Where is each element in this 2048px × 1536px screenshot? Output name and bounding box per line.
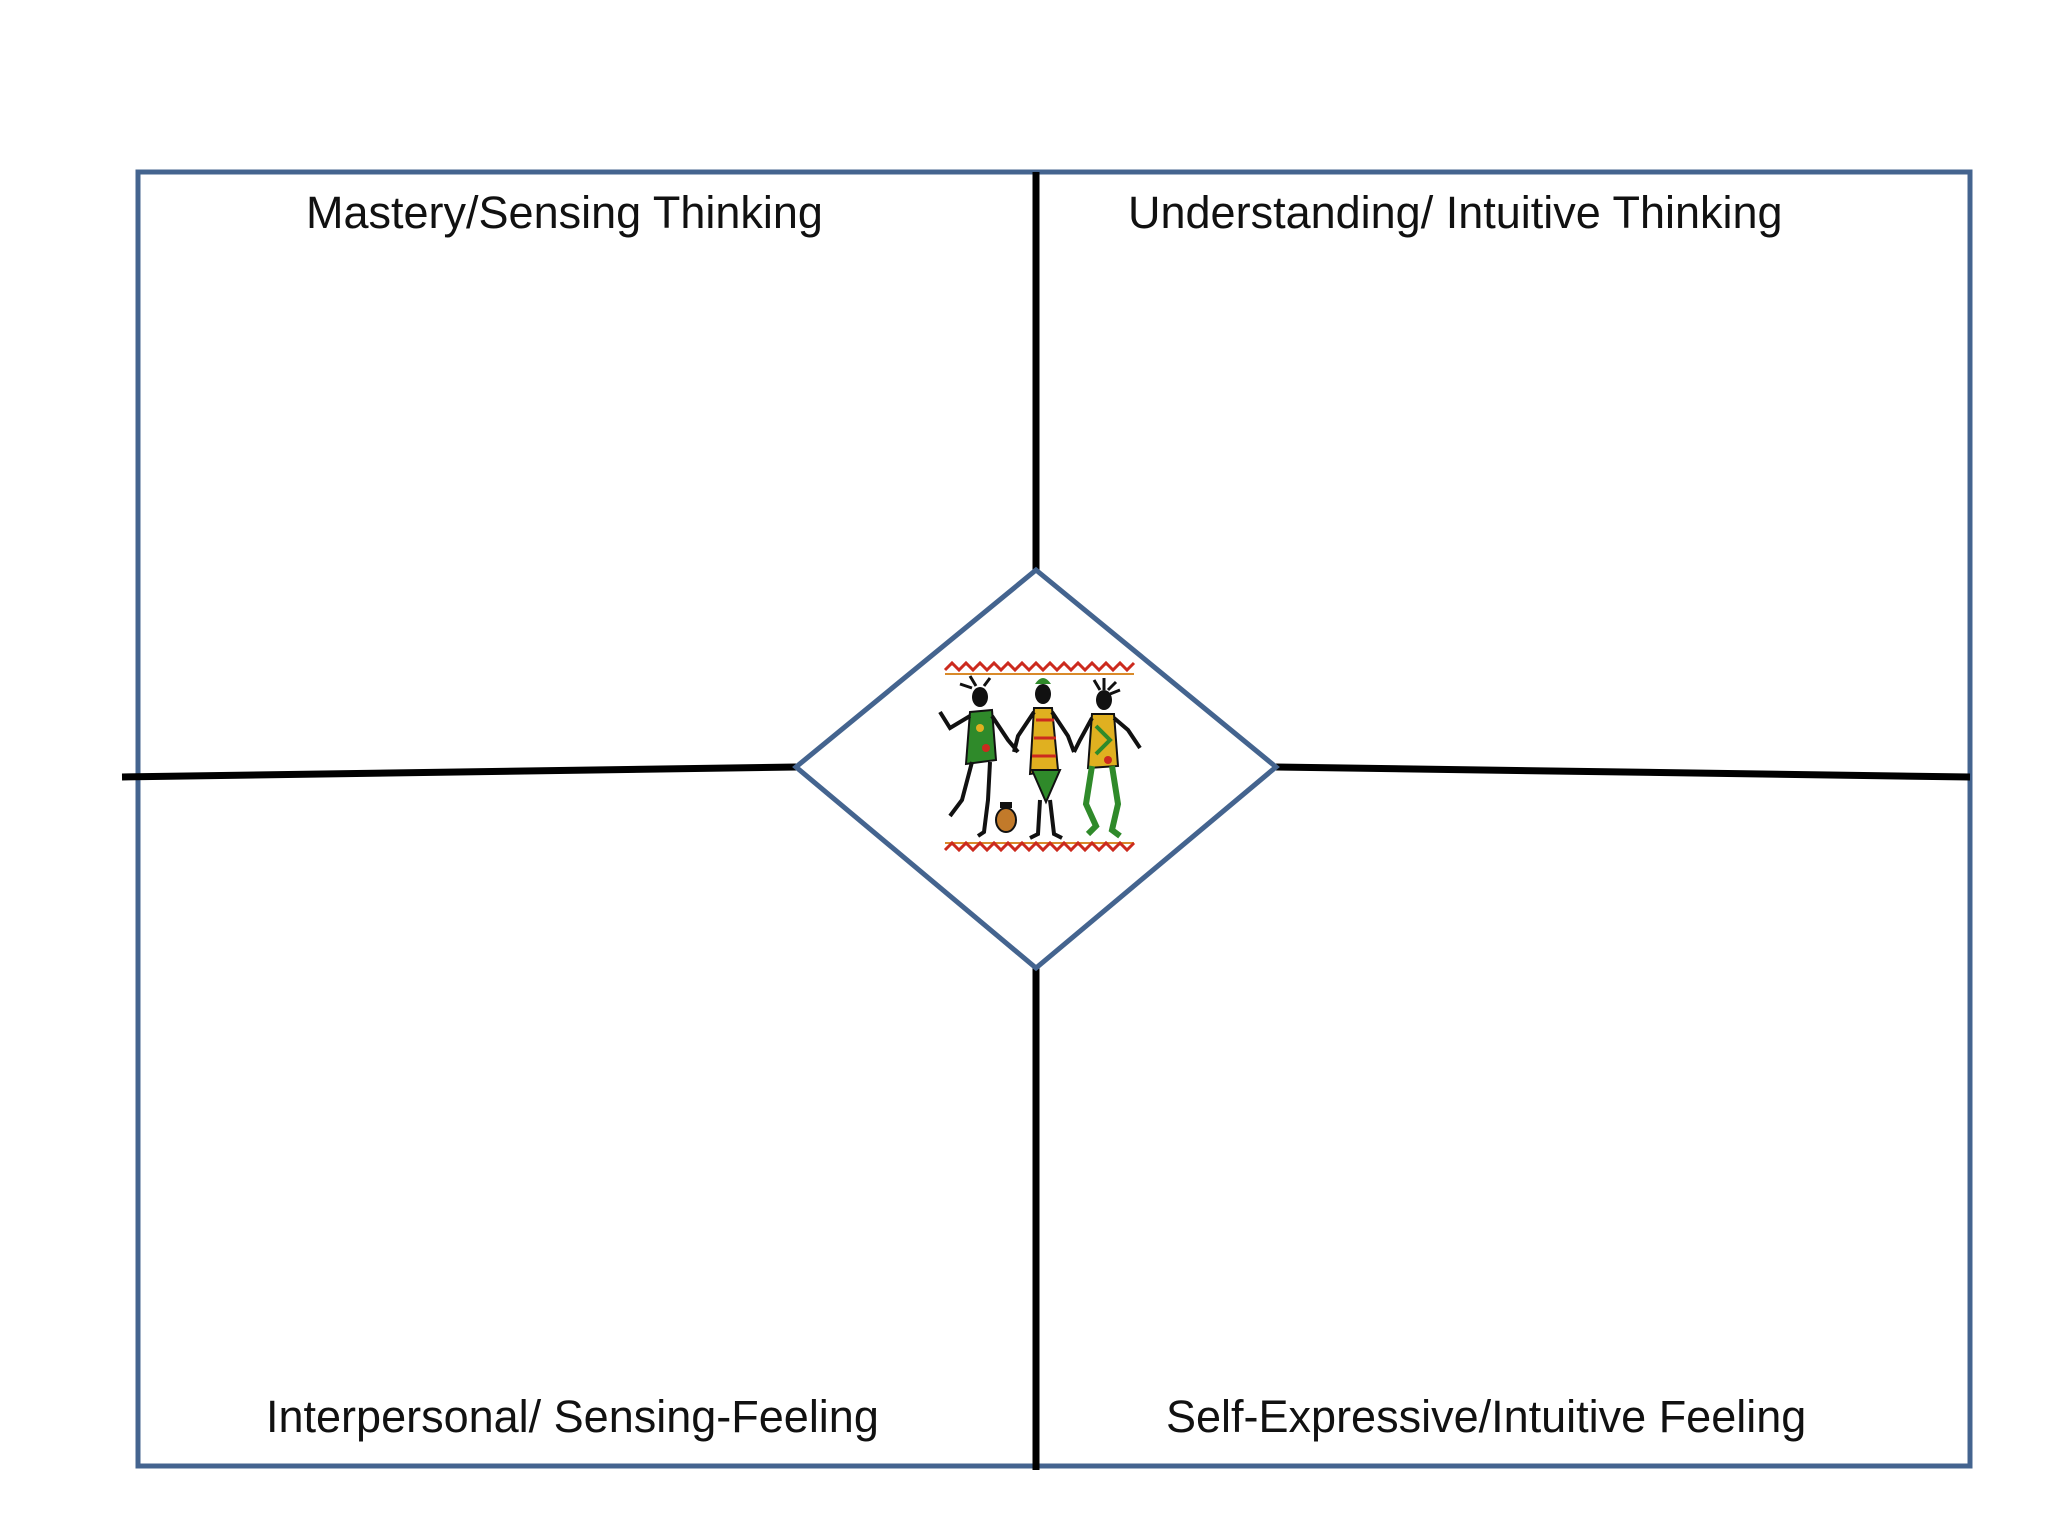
quadrant-label-self-expressive: Self-Expressive/Intuitive Feeling <box>1166 1391 1807 1442</box>
left-dancer-figure <box>938 675 1020 838</box>
dancing-figures-illustration-icon <box>938 660 1142 853</box>
quadrant-label-interpersonal: Interpersonal/ Sensing-Feeling <box>266 1391 879 1442</box>
outer-frame <box>135 169 1973 1469</box>
quadrant-label-mastery: Mastery/Sensing Thinking <box>306 187 823 238</box>
middle-dancer-figure <box>1012 678 1076 840</box>
divider-left-horizontal <box>121 763 797 781</box>
right-dancer-figure <box>1072 678 1142 839</box>
pot-figure <box>995 802 1017 833</box>
quadrant-label-understanding: Understanding/ Intuitive Thinking <box>1128 187 1783 238</box>
divider-right-horizontal <box>1275 763 1971 781</box>
